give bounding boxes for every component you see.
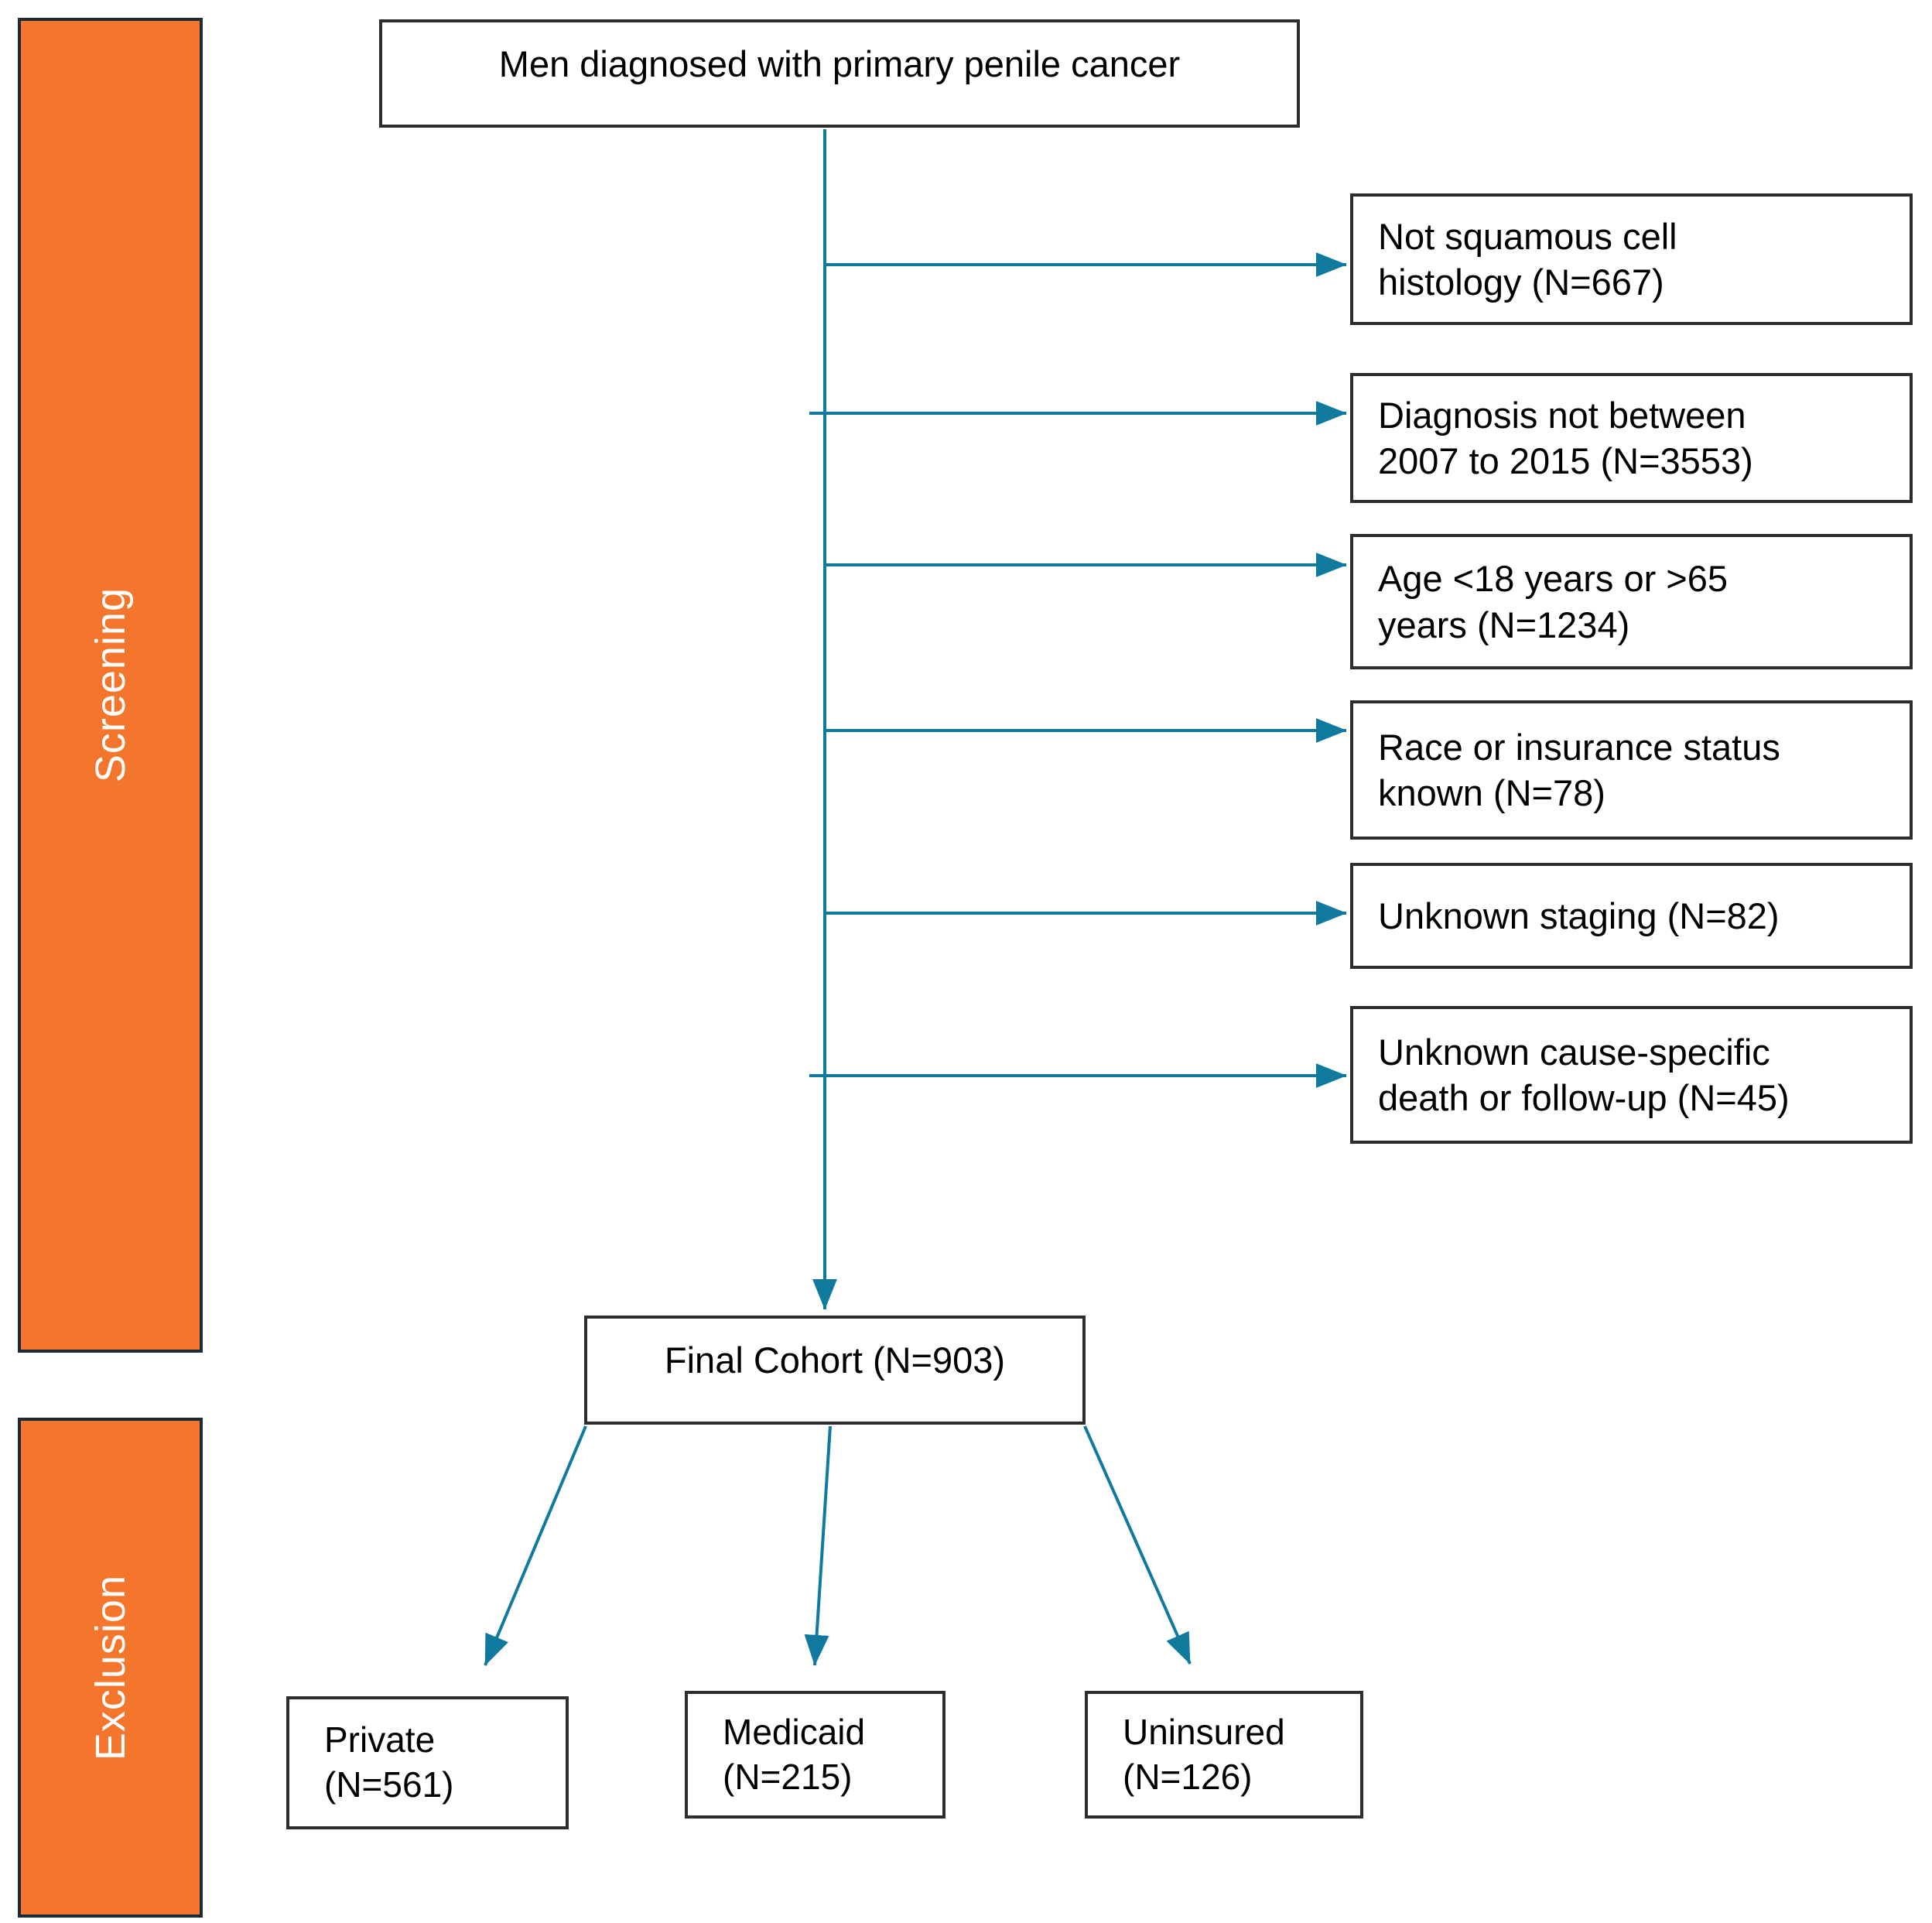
- outcome-box-private: Private (N=561): [286, 1696, 569, 1829]
- exclusion-box-label: Unknown staging (N=82): [1378, 895, 1780, 936]
- exclusion-stage-bar: Exclusion: [18, 1418, 203, 1918]
- screening-stage-bar: Screening: [18, 18, 203, 1353]
- exclusion-box-label: Unknown cause-specific death or follow-u…: [1378, 1031, 1790, 1118]
- screening-stage-label: Screening: [87, 587, 134, 783]
- outcome-arrow-private: [484, 1425, 587, 1666]
- exclusion-box-staging: Unknown staging (N=82): [1350, 863, 1913, 969]
- outcome-box-label: Uninsured (N=126): [1123, 1711, 1285, 1797]
- exclusion-box-label: Age <18 years or >65 years (N=1234): [1378, 558, 1729, 645]
- exclusion-box-age: Age <18 years or >65 years (N=1234): [1350, 534, 1913, 669]
- exclusion-box-race-insurance: Race or insurance status known (N=78): [1350, 700, 1913, 840]
- outcome-box-medicaid: Medicaid (N=215): [685, 1691, 945, 1819]
- source-box: Men diagnosed with primary penile cancer: [379, 19, 1300, 128]
- outcome-arrow-uninsured: [1083, 1425, 1192, 1665]
- exclusion-box-histology: Not squamous cell histology (N=667): [1350, 193, 1913, 325]
- exclusion-box-cause-specific: Unknown cause-specific death or follow-u…: [1350, 1006, 1913, 1144]
- outcome-box-label: Private (N=561): [324, 1719, 454, 1805]
- exclusion-box-label: Not squamous cell histology (N=667): [1378, 215, 1677, 303]
- final-cohort-box-label: Final Cohort (N=903): [664, 1340, 1006, 1381]
- outcome-box-uninsured: Uninsured (N=126): [1085, 1691, 1363, 1819]
- exclusion-stage-label: Exclusion: [87, 1574, 134, 1761]
- exclusion-box-label: Race or insurance status known (N=78): [1378, 726, 1780, 813]
- final-cohort-box: Final Cohort (N=903): [584, 1316, 1086, 1425]
- exclusion-box-label: Diagnosis not between 2007 to 2015 (N=35…: [1378, 394, 1753, 481]
- source-box-label: Men diagnosed with primary penile cancer: [498, 43, 1181, 84]
- outcome-arrow-medicaid: [804, 1425, 832, 1666]
- exclusion-box-diagnosis-year: Diagnosis not between 2007 to 2015 (N=35…: [1350, 373, 1913, 503]
- outcome-box-label: Medicaid (N=215): [723, 1711, 866, 1797]
